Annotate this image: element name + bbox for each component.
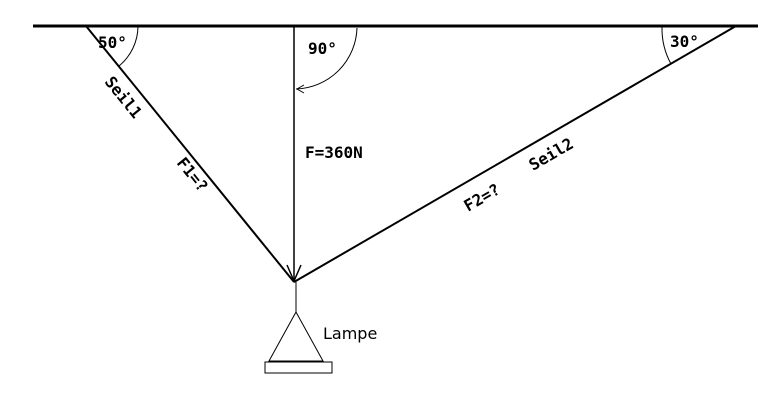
lamp-shade [268,310,324,362]
rope-label-right-force: F2=? [461,180,504,216]
force-label: F=360N [305,143,363,162]
rope-right [293,25,737,283]
angle-label-left: 50° [98,33,127,52]
rope-label-left-name: Seil1 [101,73,146,122]
angle-arc-center [295,27,358,90]
force-vector-arrowhead [286,264,302,283]
angle-arc-center-arrowhead [295,84,305,94]
angle-label-center: 90° [308,39,337,58]
rope-label-right-name: Seil2 [526,134,577,175]
angle-label-right: 30° [670,32,699,51]
rope-left [85,25,295,283]
lamp-label: Lampe [323,324,377,343]
angle-arc-left [118,25,139,67]
lamp-base [264,361,333,374]
angle-arc-right [661,26,672,65]
